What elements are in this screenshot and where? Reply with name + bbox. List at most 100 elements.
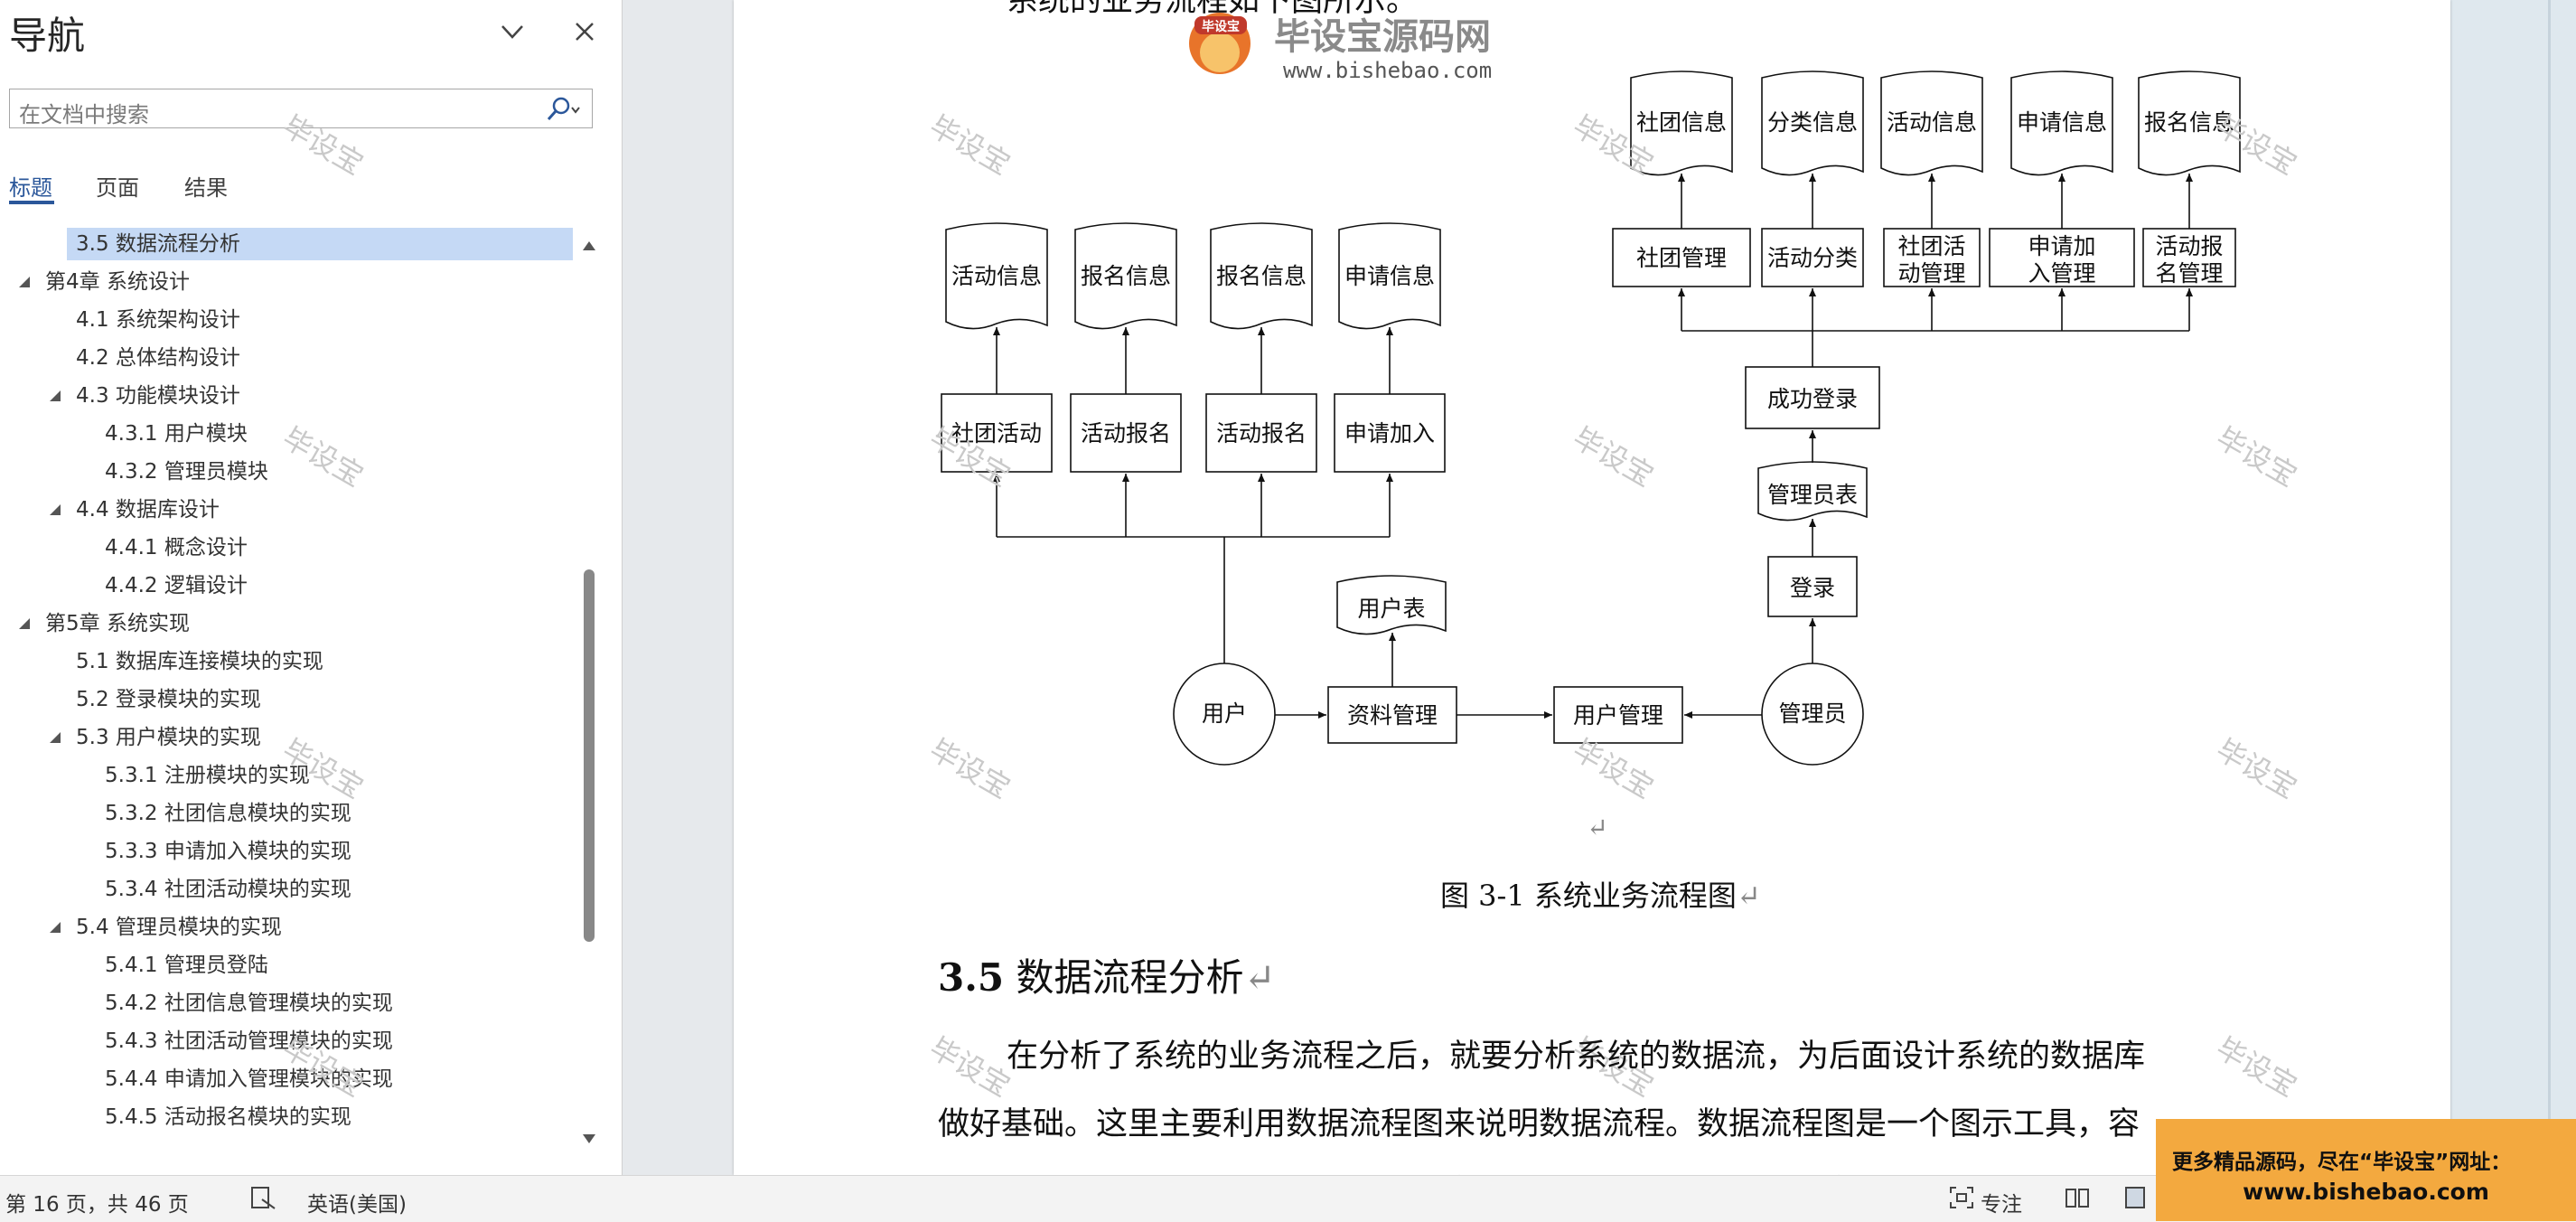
outline-item[interactable]: 5.3.3 申请加入模块的实现 <box>105 840 351 863</box>
language-indicator[interactable]: 英语(美国) <box>307 1193 407 1217</box>
outline-item[interactable]: 5.4.4 申请加入管理模块的实现 <box>105 1067 393 1091</box>
outline-item[interactable]: 4.3 功能模块设计 <box>76 384 240 408</box>
paragraph-mark-icon: ↵ <box>1587 813 1607 842</box>
expand-triangle-icon[interactable] <box>18 276 31 288</box>
process-box <box>1334 393 1446 473</box>
logo-url: www.bishebao.com <box>1283 58 1492 83</box>
data-store-label: 社团信息 <box>1636 109 1727 136</box>
data-store-label: 活动信息 <box>1887 109 1977 136</box>
outline-item[interactable]: 5.4.1 管理员登陆 <box>105 954 268 977</box>
outline-item[interactable]: 5.1 数据库连接模块的实现 <box>76 650 323 673</box>
read-mode-icon[interactable] <box>2064 1185 2091 1210</box>
outline-item[interactable]: 5.3 用户模块的实现 <box>76 726 261 749</box>
outline-item[interactable]: 5.3.4 社团活动模块的实现 <box>105 878 351 901</box>
expand-triangle-icon[interactable] <box>49 921 61 934</box>
data-store-document <box>1757 461 1868 522</box>
outline-item[interactable]: 5.3.1 注册模块的实现 <box>105 764 310 787</box>
outline-item[interactable]: 5.2 登录模块的实现 <box>76 688 261 711</box>
outline-item[interactable]: 5.4 管理员模块的实现 <box>76 916 282 939</box>
outline-item[interactable]: 4.2 总体结构设计 <box>76 346 240 370</box>
scroll-down-arrow-icon[interactable] <box>580 1130 598 1148</box>
site-logo: 毕设宝 毕设宝源码网 www.bishebao.com <box>1189 13 1492 83</box>
page-count[interactable]: 第 16 页，共 46 页 <box>5 1193 189 1217</box>
outline-item[interactable]: 5.3.2 社团信息模块的实现 <box>105 802 351 825</box>
data-store-label: 报名信息 <box>1216 263 1307 289</box>
watermark-text: 毕设宝 <box>923 1030 1016 1104</box>
focus-mode-icon[interactable] <box>1948 1185 1975 1210</box>
data-store-label: 申请信息 <box>2017 109 2107 136</box>
expand-triangle-icon[interactable] <box>18 617 31 630</box>
document-edge-line <box>2548 0 2551 1175</box>
outline-item[interactable]: 5.4.5 活动报名模块的实现 <box>105 1105 351 1129</box>
chevron-down-icon[interactable] <box>497 16 528 47</box>
document-page[interactable] <box>734 0 2450 1175</box>
expand-triangle-icon[interactable] <box>49 503 61 516</box>
outline-item[interactable]: 4.1 系统架构设计 <box>76 308 240 332</box>
process-label: 登录 <box>1790 575 1835 601</box>
search-input[interactable]: 在文档中搜索 <box>9 89 593 128</box>
outline-item[interactable]: 第5章 系统实现 <box>45 612 190 635</box>
data-store-document <box>1074 222 1177 330</box>
scroll-up-arrow-icon[interactable] <box>580 237 598 255</box>
section-number: 3.5 <box>938 955 1005 1000</box>
process-label: 社团活动管理 <box>1897 233 1965 287</box>
data-store-label: 管理员表 <box>1767 482 1858 508</box>
watermark-text: 毕设宝 <box>2210 108 2302 182</box>
data-store-label: 报名信息 <box>1081 263 1171 289</box>
focus-mode-label[interactable]: 专注 <box>1981 1193 2022 1217</box>
proofing-icon[interactable] <box>249 1185 276 1210</box>
watermark-text: 毕设宝 <box>923 732 1016 805</box>
process-box <box>941 393 1053 473</box>
body-paragraph-line: 做好基础。这里主要利用数据流程图来说明数据流程。数据流程图是一个图示工具，容 <box>938 1106 2140 1142</box>
process-box <box>1070 393 1182 473</box>
outline-item[interactable]: 5.4.2 社团信息管理模块的实现 <box>105 992 393 1015</box>
logo-name: 毕设宝源码网 <box>1274 16 1491 58</box>
promo-url[interactable]: www.bishebao.com <box>2243 1179 2489 1205</box>
watermark-text: 毕设宝 <box>276 732 369 805</box>
print-layout-icon[interactable] <box>2122 1185 2149 1210</box>
process-box <box>1553 686 1683 744</box>
outline-item[interactable]: 4.3.2 管理员模块 <box>105 460 268 484</box>
outline-item[interactable]: 4.4.2 逻辑设计 <box>105 574 248 597</box>
scrollbar-thumb[interactable] <box>584 569 595 942</box>
watermark-text: 毕设宝 <box>2210 732 2302 805</box>
process-label: 社团活动 <box>951 420 1042 446</box>
data-store-document <box>945 222 1048 330</box>
tab-results[interactable]: 结果 <box>184 175 228 201</box>
expand-triangle-icon[interactable] <box>49 731 61 744</box>
process-box <box>1761 228 1864 287</box>
figure-caption: 图 3-1 系统业务流程图↵ <box>1440 873 1761 915</box>
watermark-text: 毕设宝 <box>2210 1030 2302 1104</box>
paragraph-mark-icon: ↵ <box>1736 879 1761 913</box>
process-label: 社团管理 <box>1636 245 1727 271</box>
process-label: 用户管理 <box>1573 702 1663 728</box>
promo-banner[interactable]: 更多精品源码，尽在“毕设宝”网址： www.bishebao.com <box>2156 1119 2576 1221</box>
data-store-document <box>2138 70 2241 176</box>
outline-item[interactable]: 4.3.1 用户模块 <box>105 422 248 446</box>
process-box <box>1767 556 1858 617</box>
body-paragraph-line: 在分析了系统的业务流程之后，就要分析系统的数据流，为后面设计系统的数据库 <box>1007 1039 2146 1075</box>
data-store-document <box>1338 222 1441 330</box>
data-store-document <box>1880 70 1983 176</box>
data-store-document <box>1336 575 1447 635</box>
tab-headings[interactable]: 标题 <box>9 175 52 201</box>
outline-item[interactable]: 5.4.3 社团活动管理模块的实现 <box>105 1029 393 1053</box>
close-icon[interactable] <box>569 16 600 47</box>
outline-item[interactable]: 4.4.1 概念设计 <box>105 536 248 559</box>
process-label: 活动报名 <box>1081 420 1171 446</box>
outline-item[interactable]: 第4章 系统设计 <box>45 270 190 294</box>
active-tab-indicator <box>9 201 54 204</box>
data-store-label: 用户表 <box>1357 596 1425 622</box>
expand-triangle-icon[interactable] <box>49 390 61 402</box>
process-label: 资料管理 <box>1347 702 1438 728</box>
outline-item[interactable]: 4.4 数据库设计 <box>76 498 220 522</box>
promo-text: 更多精品源码，尽在“毕设宝”网址： <box>2172 1151 2512 1174</box>
outline-item[interactable]: 3.5 数据流程分析 <box>67 228 573 260</box>
tab-pages[interactable]: 页面 <box>96 175 139 201</box>
process-box <box>1883 228 1981 287</box>
data-store-label: 活动信息 <box>951 263 1042 289</box>
data-store-document <box>1210 222 1313 330</box>
process-label: 申请加入管理 <box>2028 233 2095 287</box>
watermark-text: 毕设宝 <box>923 108 1016 182</box>
search-icon[interactable] <box>541 95 583 124</box>
